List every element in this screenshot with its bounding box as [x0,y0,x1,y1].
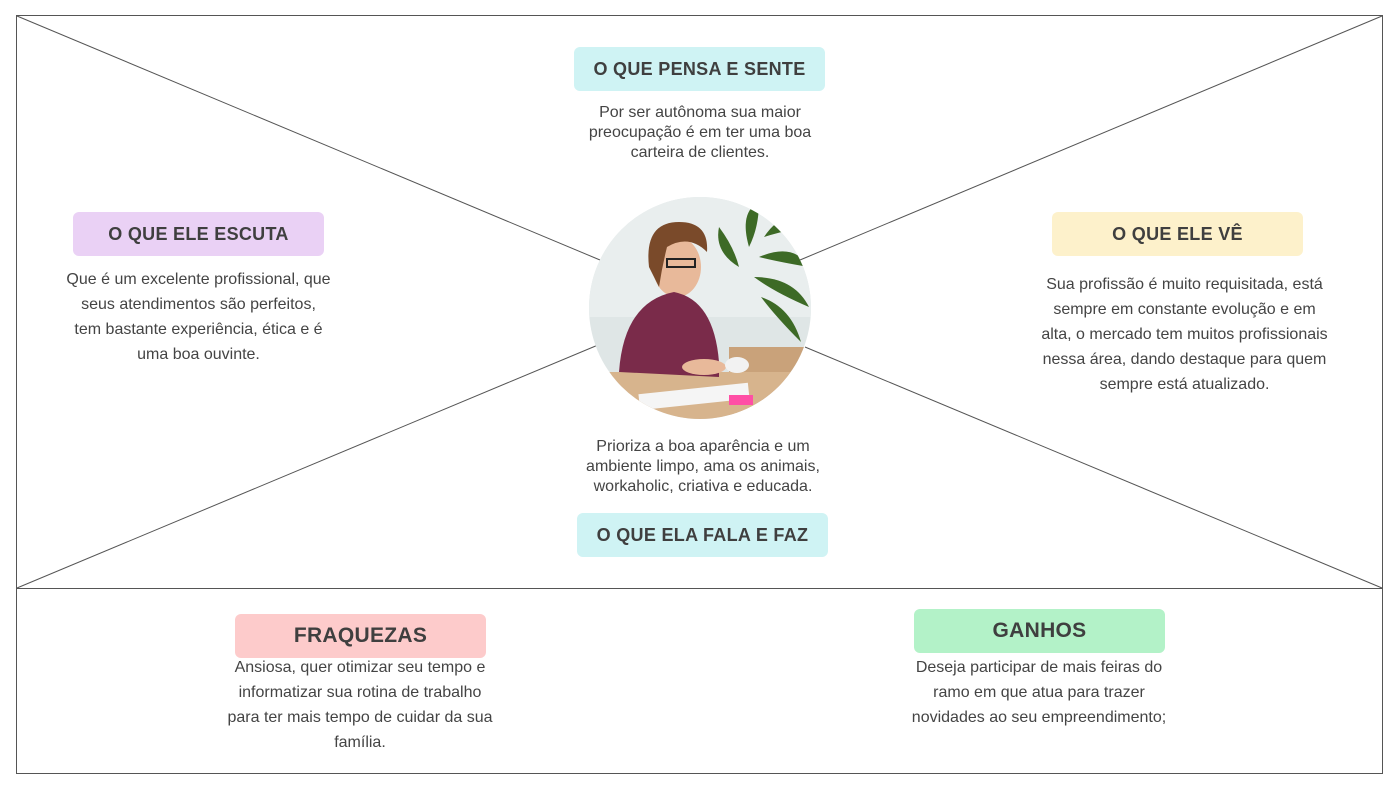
think-feel-label: O QUE PENSA E SENTE [574,47,825,91]
pains-label: FRAQUEZAS [235,614,486,658]
say-do-text: Prioriza a boa aparência e um ambiente l… [586,438,820,495]
see-text: Sua profissão é muito requisitada, está … [1041,276,1328,393]
diagonal-bottom-left [16,344,599,589]
diagonal-bottom-right [804,346,1383,589]
persona-photo [589,197,811,419]
gains-label: GANHOS [914,609,1165,653]
say-do-label: O QUE ELA FALA E FAZ [577,513,828,557]
hear-label: O QUE ELE ESCUTA [73,212,324,256]
diagonal-top-left [16,15,601,261]
think-feel-text: Por ser autônoma sua maior preocupação é… [588,104,812,161]
see-label: O QUE ELE VÊ [1052,212,1303,256]
pains-text: Ansiosa, quer otimizar seu tempo e infor… [227,659,493,751]
gains-text: Deseja participar de mais feiras do ramo… [911,659,1167,726]
diagonal-top-right [799,15,1383,261]
hear-text: Que é um excelente profissional, que seu… [66,271,331,363]
